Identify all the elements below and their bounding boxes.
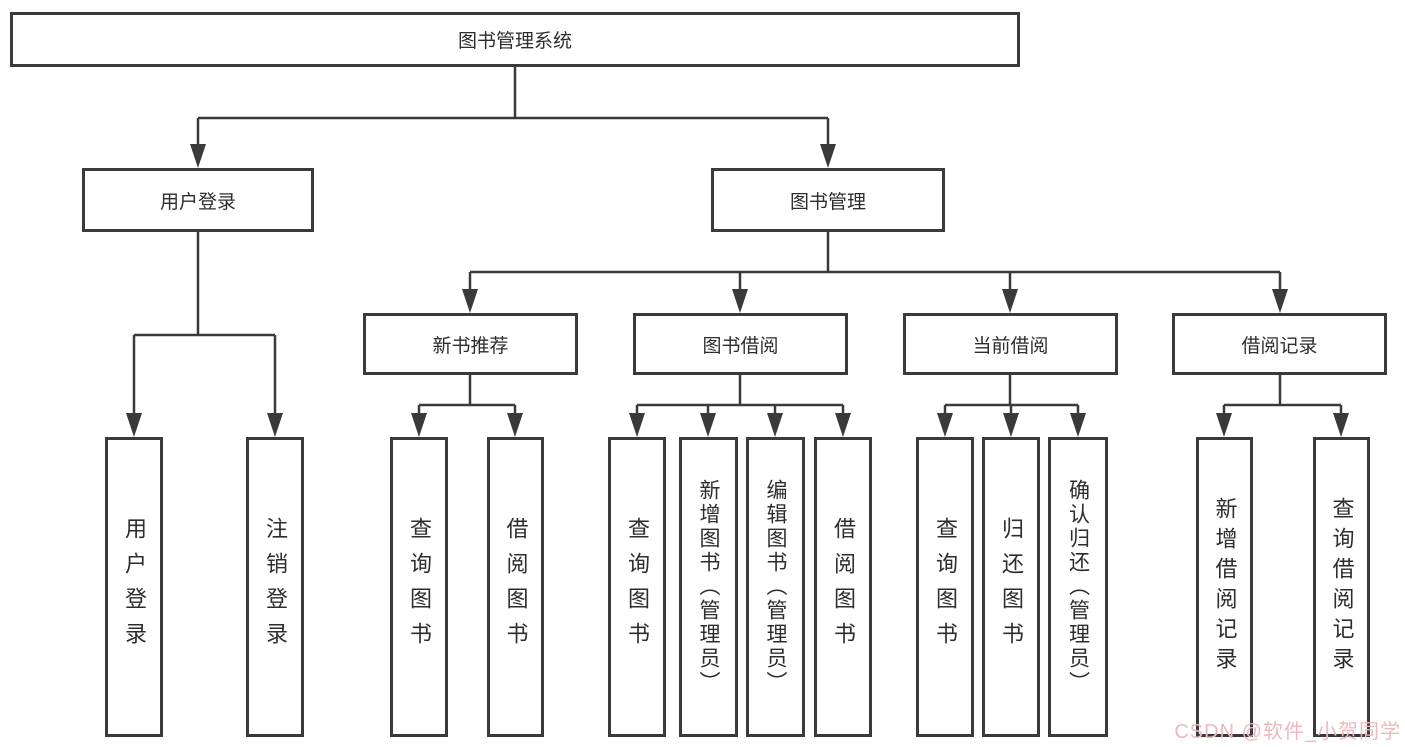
leaf-label: 查询图书: [933, 517, 958, 657]
node-system-root: 图书管理系统: [10, 12, 1020, 67]
leaf-label: 注销登录: [263, 517, 288, 657]
node-user-login-group: 用户登录: [82, 168, 314, 232]
leaf-label: 用户登录: [122, 517, 147, 657]
leaf-borrow-books-borrowing: 借阅图书: [814, 437, 872, 737]
leaf-logout: 注销登录: [246, 437, 304, 737]
node-label: 当前借阅: [972, 335, 1049, 357]
leaf-label: 新增图书（管理员）: [697, 479, 720, 695]
leaf-edit-books-admin: 编辑图书（管理员）: [746, 437, 805, 737]
node-label: 图书借阅: [702, 335, 779, 357]
leaf-query-books-current: 查询图书: [916, 437, 974, 737]
node-book-management-group: 图书管理: [711, 168, 945, 232]
leaf-user-login: 用户登录: [105, 437, 163, 737]
leaf-query-books-recommend: 查询图书: [390, 437, 448, 737]
leaf-query-borrow-record: 查询借阅记录: [1313, 437, 1370, 737]
leaf-label: 查询借阅记录: [1329, 497, 1355, 677]
node-label: 借阅记录: [1241, 335, 1318, 357]
leaf-label: 确认归还（管理员）: [1066, 479, 1090, 695]
leaf-label: 借阅图书: [831, 517, 856, 657]
leaf-add-books-admin: 新增图书（管理员）: [679, 437, 738, 737]
node-label: 图书管理: [789, 191, 866, 213]
leaf-label: 借阅图书: [503, 517, 529, 657]
leaf-query-books-borrowing: 查询图书: [608, 437, 666, 737]
leaf-label: 归还图书: [999, 517, 1024, 657]
leaf-borrow-books-recommend: 借阅图书: [487, 437, 544, 737]
node-book-borrowing: 图书借阅: [633, 313, 848, 375]
leaf-add-borrow-record: 新增借阅记录: [1196, 437, 1253, 737]
leaf-label: 新增借阅记录: [1212, 497, 1238, 677]
leaf-label: 查询图书: [407, 517, 432, 657]
node-new-book-recommend: 新书推荐: [363, 313, 578, 375]
node-label: 图书管理系统: [457, 31, 572, 52]
node-label: 新书推荐: [432, 335, 509, 357]
node-current-borrowing: 当前借阅: [903, 313, 1118, 375]
leaf-confirm-return-admin: 确认归还（管理员）: [1048, 437, 1108, 737]
node-label: 用户登录: [159, 191, 236, 213]
leaf-return-books: 归还图书: [982, 437, 1040, 737]
leaf-label: 查询图书: [625, 517, 650, 657]
node-borrow-records: 借阅记录: [1172, 313, 1387, 375]
leaf-label: 编辑图书（管理员）: [764, 479, 787, 695]
arrowheads: [126, 144, 1349, 437]
